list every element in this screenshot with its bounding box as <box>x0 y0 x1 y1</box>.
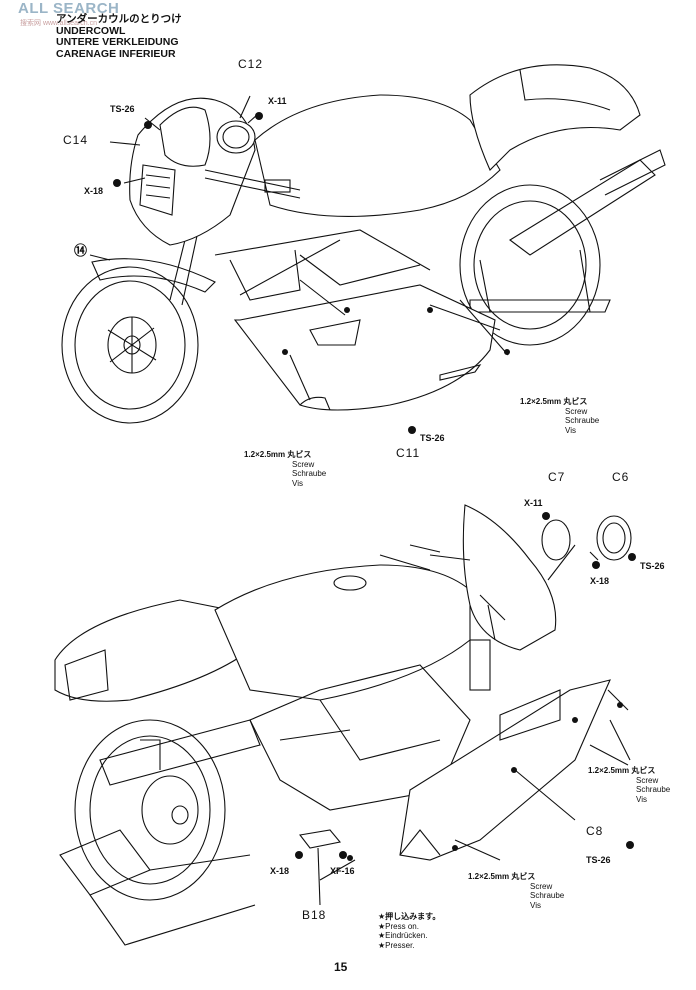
paint-label-ts26-mirror: TS-26 <box>640 561 665 571</box>
step-reference-14: ⑭ <box>74 243 88 258</box>
section-title: アンダーカウルのとりつけ UNDERCOWL UNTERE VERKLEIDUN… <box>56 13 182 60</box>
screw-fr: Vis <box>530 900 541 910</box>
part-label-c8: C8 <box>586 824 604 838</box>
screw-size: 1.2×2.5mm 丸ビス <box>588 766 656 775</box>
part-label-c14: C14 <box>63 133 89 147</box>
screw-note-bottom: 1.2×2.5mm 丸ビス Screw Schraube Vis <box>468 872 564 910</box>
screw-fr: Vis <box>565 425 576 435</box>
paint-label-ts26-top: TS-26 <box>110 104 135 114</box>
paint-label-xf16: XF-16 <box>330 866 355 876</box>
title-de: UNTERE VERKLEIDUNG <box>56 36 179 48</box>
screw-size: 1.2×2.5mm 丸ビス <box>244 450 312 459</box>
press-on-note: ★押し込みます。 ★Press on. ★Eindrücken. ★Presse… <box>378 912 440 950</box>
part-label-b18: B18 <box>302 908 327 922</box>
paint-label-ts26-c11: TS-26 <box>420 433 445 443</box>
screw-fr: Vis <box>292 478 303 488</box>
press-jp: ★押し込みます。 <box>378 912 441 921</box>
part-label-c11: C11 <box>396 446 421 460</box>
paint-label-x11-bottom: X-11 <box>524 498 543 508</box>
press-de: ★Eindrücken. <box>378 931 428 940</box>
screw-en: Screw <box>530 881 553 891</box>
screw-glyphs <box>113 112 636 861</box>
paint-label-x18-top: X-18 <box>84 186 104 196</box>
bottom-motorcycle-drawing <box>54 504 632 946</box>
screw-size: 1.2×2.5mm 丸ビス <box>468 872 536 881</box>
screw-en: Screw <box>636 775 659 785</box>
paint-label-x18-mirror: X-18 <box>590 576 610 586</box>
screw-en: Screw <box>292 459 315 469</box>
part-label-c12: C12 <box>238 57 264 71</box>
paint-label-x11-top: X-11 <box>268 96 287 106</box>
screw-fr: Vis <box>636 794 647 804</box>
screw-note-bottom-right: 1.2×2.5mm 丸ビス Screw Schraube Vis <box>588 766 670 804</box>
screw-size: 1.2×2.5mm 丸ビス <box>520 397 588 406</box>
part-label-c6: C6 <box>612 470 630 484</box>
title-jp: アンダーカウルのとりつけ <box>56 13 182 25</box>
top-motorcycle-drawing <box>61 64 666 424</box>
paint-label-x18-footrest: X-18 <box>270 866 290 876</box>
page-number: 15 <box>334 960 348 974</box>
paint-label-ts26-c8: TS-26 <box>586 855 611 865</box>
watermark: ALL SEARCH <box>18 0 120 17</box>
title-en: UNDERCOWL <box>56 24 126 37</box>
screw-de: Schraube <box>636 785 671 794</box>
watermark-subtitle: 搜索网 www.allsearch.cn <box>20 20 98 27</box>
press-en: ★Press on. <box>378 921 419 931</box>
screw-de: Schraube <box>565 416 600 425</box>
title-fr: CARENAGE INFERIEUR <box>56 47 176 60</box>
press-fr: ★Presser. <box>378 940 415 950</box>
part-label-c7: C7 <box>548 470 566 484</box>
screw-en: Screw <box>565 406 588 416</box>
screw-de: Schraube <box>530 891 565 900</box>
screw-de: Schraube <box>292 469 327 478</box>
screw-note-top-right: 1.2×2.5mm 丸ビス Screw Schraube Vis <box>520 397 599 435</box>
screw-note-top-left: 1.2×2.5mm 丸ビス Screw Schraube Vis <box>244 450 326 488</box>
